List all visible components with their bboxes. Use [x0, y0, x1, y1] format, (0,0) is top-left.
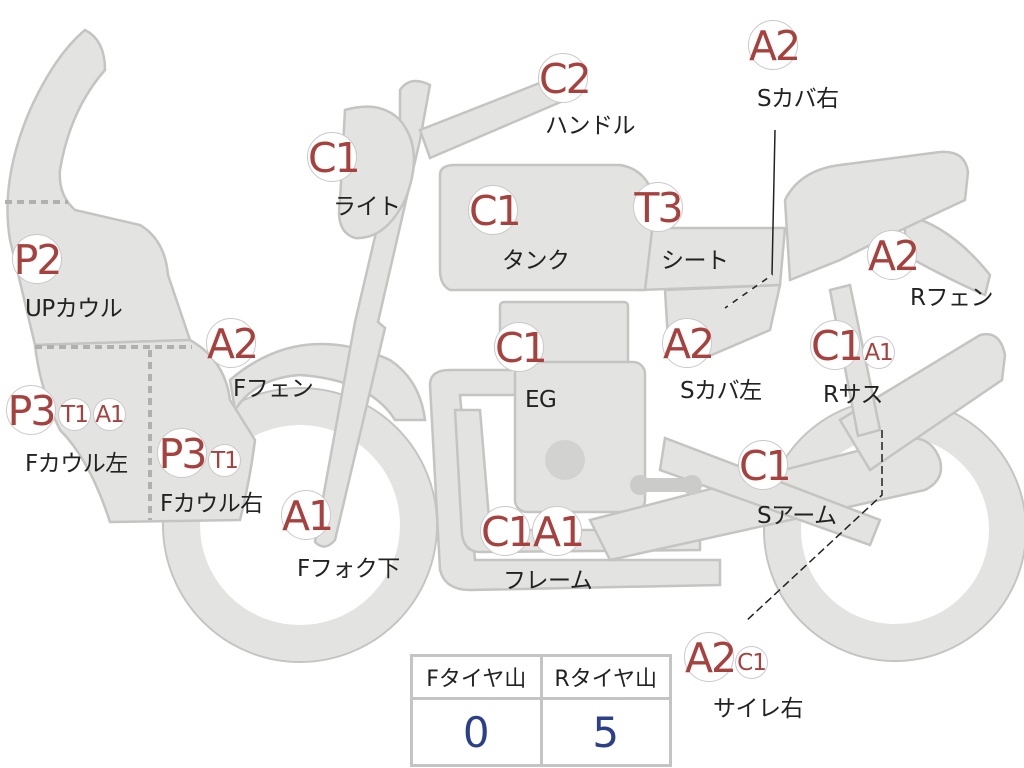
frame	[428, 368, 722, 592]
tank-label: タンク	[502, 248, 570, 274]
front-tire-value: 0	[410, 697, 543, 767]
rank-badge-tank: C1	[468, 185, 522, 235]
rank-badge-fcowl-right-2: T1	[208, 444, 241, 477]
fcowl-right-label: Fカウル右	[160, 491, 263, 517]
rsus-label: Rサス	[823, 382, 884, 408]
rank-badge-ffender: A2	[206, 318, 259, 368]
rfender-label: Rフェン	[910, 285, 993, 311]
rank-badge-handle: C2	[538, 53, 592, 103]
rank-badge-scover-right: A2	[748, 20, 801, 70]
fcowl-left-label: Fカウル左	[25, 451, 128, 477]
rank-badge-seat: T3	[633, 182, 684, 232]
engine-cover	[545, 440, 585, 480]
handle-label: ハンドル	[545, 113, 636, 139]
scover-left-label: Sカバ左	[680, 378, 762, 404]
rank-badge-fcowl-left-2: T1	[58, 398, 91, 431]
rank-badge-scover-left: A2	[662, 318, 715, 368]
seat-label: シート	[661, 248, 729, 274]
rank-badge-fcowl-left-1: P3	[6, 385, 56, 435]
rank-badge-light: C1	[307, 132, 361, 182]
upcowl-label: UPカウル	[25, 296, 123, 322]
front-wheel	[164, 389, 436, 661]
rank-badge-fcowl-right-1: P3	[157, 428, 207, 478]
sarm-label: Sアーム	[757, 503, 837, 529]
pivot-bolt	[635, 478, 697, 492]
rank-badge-sarm: C1	[738, 440, 792, 490]
engine-block	[513, 360, 647, 514]
pivot-nut-r	[682, 475, 702, 495]
rear-fender	[903, 213, 992, 297]
light-label: ライト	[333, 194, 401, 220]
silencer-leader	[744, 430, 883, 623]
rank-badge-rsus-1: C1	[810, 320, 864, 370]
eg-label: EG	[525, 387, 557, 413]
rear-tire-value: 5	[539, 697, 672, 767]
ffender-label: Fフェン	[233, 376, 314, 402]
rank-badge-upcowl: P2	[12, 234, 62, 284]
ffork-label: Fフォク下	[297, 556, 400, 582]
pivot-nut-l	[630, 475, 650, 495]
rear-tire-header: Rタイヤ山	[539, 654, 672, 700]
rank-badge-fcowl-left-3: A1	[93, 398, 126, 431]
silencer-right-label: サイレ右	[713, 696, 804, 722]
rank-badge-rfender: A2	[867, 230, 920, 280]
rank-badge-frame-2: A1	[532, 506, 585, 556]
scover-right-label: Sカバ右	[757, 86, 839, 112]
rank-badge-frame-1: C1	[480, 506, 534, 556]
swing-arm	[658, 436, 882, 547]
frame-label: フレーム	[503, 568, 593, 594]
headlight	[337, 105, 416, 240]
tire-tread-table: Fタイヤ山 Rタイヤ山 0 5	[410, 654, 672, 767]
front-tire-header: Fタイヤ山	[410, 654, 543, 700]
rank-badge-ffork: A1	[281, 490, 334, 540]
rank-badge-silencer-right-2: C1	[735, 646, 768, 679]
scover-right-leader-dash	[724, 274, 773, 309]
rank-badge-rsus-2: A1	[862, 336, 895, 369]
rank-badge-eg: C1	[494, 322, 548, 372]
rank-badge-silencer-right-1: A2	[684, 632, 737, 682]
